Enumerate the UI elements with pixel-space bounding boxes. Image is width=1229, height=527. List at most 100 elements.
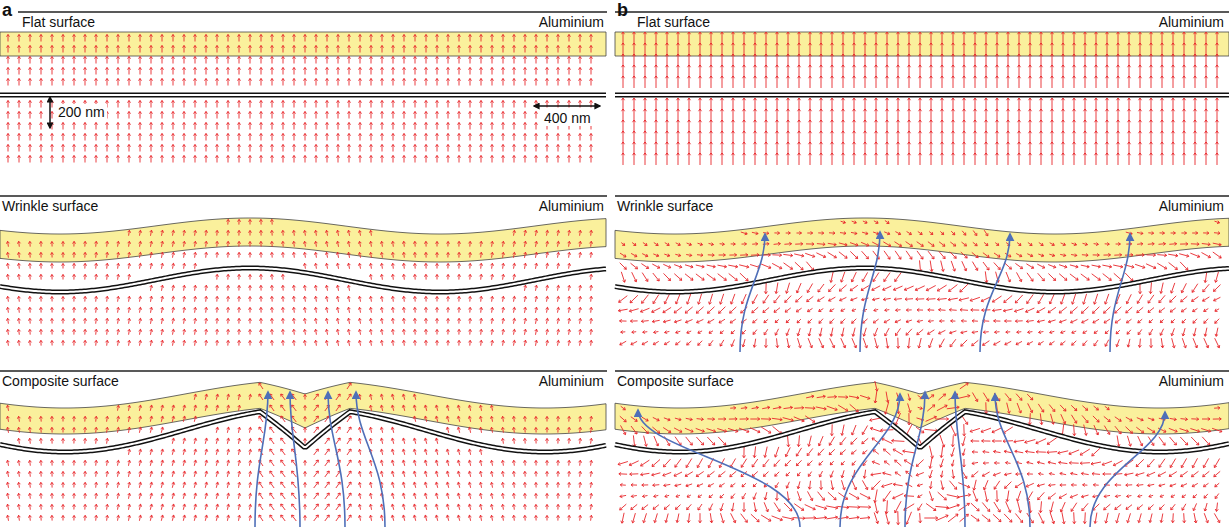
field-arrow — [259, 285, 262, 290]
field-arrow — [908, 65, 911, 77]
field-arrow — [249, 68, 252, 75]
field-arrow — [84, 438, 87, 443]
field-arrow — [128, 296, 131, 301]
field-arrow — [51, 35, 54, 42]
field-arrow — [314, 482, 319, 488]
field-arrow — [677, 54, 680, 66]
field-arrow — [732, 32, 735, 44]
field-arrow — [84, 57, 87, 64]
field-arrow — [436, 264, 439, 269]
field-arrow — [348, 46, 351, 53]
field-arrow — [270, 230, 273, 235]
field-arrow — [370, 134, 373, 141]
field-arrow — [633, 43, 636, 55]
field-arrow — [303, 263, 306, 268]
field-arrow — [380, 318, 383, 323]
field-arrow — [292, 329, 295, 334]
field-arrow — [292, 296, 295, 301]
field-arrow — [139, 123, 142, 130]
field-arrow — [446, 515, 449, 521]
field-arrow — [557, 57, 560, 64]
field-arrow — [402, 307, 405, 312]
field-arrow — [458, 318, 461, 323]
field-arrow — [314, 449, 319, 455]
field-arrow — [347, 394, 351, 400]
field-arrow — [17, 482, 20, 487]
field-arrow — [919, 142, 922, 154]
field-arrow — [39, 471, 42, 476]
field-arrow — [336, 427, 340, 433]
field-arrow — [183, 460, 186, 466]
interface-line-outer — [0, 93, 606, 98]
field-arrow — [842, 43, 845, 55]
field-arrow — [424, 449, 427, 455]
field-arrow — [765, 43, 768, 55]
field-arrow — [325, 493, 329, 499]
field-arrow — [304, 112, 307, 119]
field-arrow — [347, 296, 350, 302]
field-arrow — [469, 57, 472, 64]
surface-panel — [0, 196, 607, 346]
field-arrow — [941, 43, 944, 55]
field-arrow — [447, 145, 450, 152]
field-arrow — [227, 230, 230, 235]
field-arrow — [28, 340, 31, 345]
field-arrow — [468, 460, 471, 466]
field-arrow — [183, 252, 186, 257]
field-arrow — [458, 112, 461, 119]
field-arrow — [314, 504, 319, 510]
field-arrow — [139, 405, 142, 411]
field-arrow — [655, 131, 658, 143]
field-arrow — [369, 329, 372, 334]
field-arrow — [238, 123, 241, 130]
field-arrow — [919, 153, 922, 165]
field-arrow — [117, 112, 120, 119]
field-arrow — [568, 438, 571, 443]
field-arrow — [688, 153, 691, 165]
field-arrow — [62, 297, 65, 302]
field-arrow — [491, 340, 494, 345]
field-arrow — [370, 123, 373, 130]
field-arrow — [820, 142, 823, 154]
field-arrow — [260, 68, 263, 75]
field-arrow — [557, 460, 560, 465]
field-arrow — [458, 57, 461, 64]
field-arrow — [95, 438, 98, 443]
field-arrow — [304, 134, 307, 141]
field-arrow — [413, 274, 416, 279]
field-arrow — [270, 252, 273, 257]
field-arrow — [260, 134, 263, 141]
field-arrow — [282, 123, 285, 130]
field-arrow — [897, 131, 900, 143]
field-arrow — [7, 145, 10, 152]
field-arrow — [95, 274, 98, 279]
field-arrow — [579, 230, 582, 235]
field-arrow — [446, 449, 449, 455]
field-arrow — [106, 296, 109, 301]
field-arrow — [402, 449, 405, 455]
field-arrow — [315, 156, 318, 163]
field-arrow — [358, 471, 361, 476]
field-arrow — [304, 406, 307, 411]
field-arrow — [414, 134, 417, 141]
panel-rule — [0, 195, 607, 196]
field-arrow — [380, 340, 383, 345]
field-arrow — [62, 341, 65, 346]
field-arrow — [216, 57, 219, 64]
field-arrow — [271, 35, 274, 42]
field-arrow — [666, 32, 669, 44]
field-arrow — [106, 318, 109, 323]
field-arrow — [447, 275, 450, 280]
field-arrow — [579, 134, 582, 141]
field-arrow — [590, 438, 593, 443]
field-arrow — [381, 79, 384, 86]
field-arrow — [557, 252, 560, 257]
field-arrow — [106, 438, 109, 443]
field-arrow — [216, 449, 219, 455]
field-arrow — [62, 156, 65, 163]
field-arrow — [358, 515, 361, 520]
field-arrow — [73, 505, 76, 510]
field-arrow — [73, 340, 76, 345]
field-arrow — [128, 252, 131, 257]
field-arrow — [480, 318, 483, 323]
